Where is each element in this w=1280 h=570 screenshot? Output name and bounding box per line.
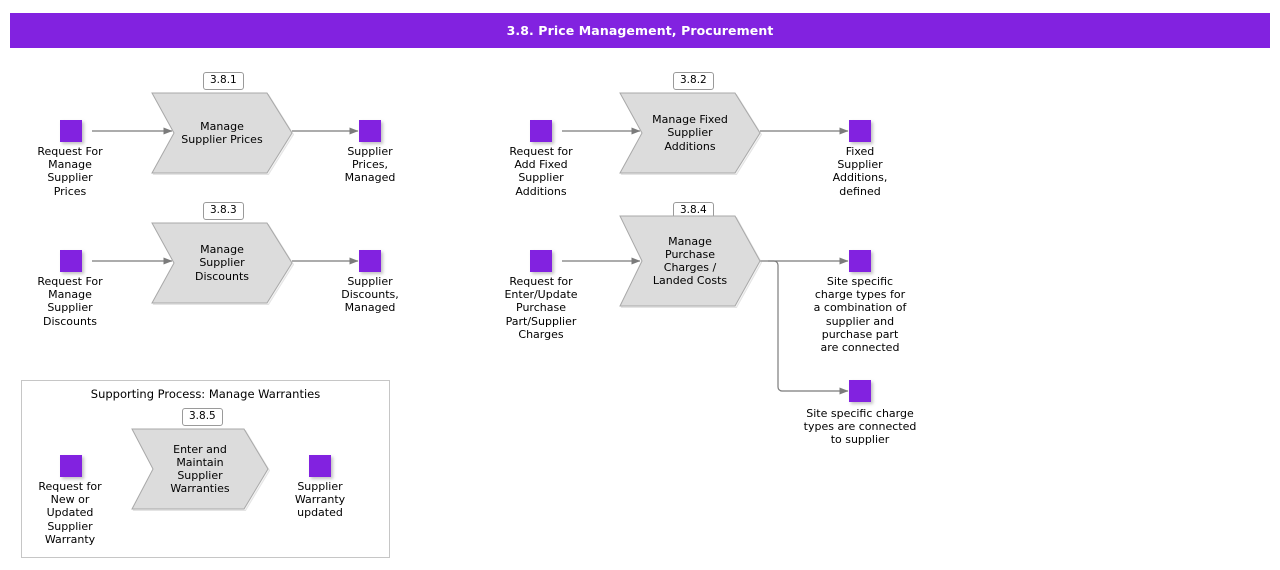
event-input-381[interactable] bbox=[60, 120, 82, 142]
event-output-label-384-b: Site specific charge types are connected… bbox=[803, 407, 917, 447]
page-title-banner: 3.8. Price Management, Procurement bbox=[10, 13, 1270, 48]
event-input-385[interactable] bbox=[60, 455, 82, 477]
event-input-label-382: Request for Add Fixed Supplier Additions bbox=[509, 145, 573, 198]
process-shape-381[interactable]: Manage Supplier Prices bbox=[151, 92, 295, 175]
event-input-label-383: Request For Manage Supplier Discounts bbox=[37, 275, 103, 328]
page-title: 3.8. Price Management, Procurement bbox=[506, 23, 774, 38]
event-output-383[interactable] bbox=[359, 250, 381, 272]
event-output-label-382: Fixed Supplier Additions, defined bbox=[832, 145, 888, 198]
process-shape-383[interactable]: Manage Supplier Discounts bbox=[151, 222, 295, 305]
process-id-tag-385: 3.8.5 bbox=[182, 408, 223, 426]
event-input-label-384: Request for Enter/Update Purchase Part/S… bbox=[504, 275, 578, 341]
event-output-381[interactable] bbox=[359, 120, 381, 142]
event-input-label-381: Request For Manage Supplier Prices bbox=[37, 145, 103, 198]
event-output-385[interactable] bbox=[309, 455, 331, 477]
event-output-384-b[interactable] bbox=[849, 380, 871, 402]
event-output-382[interactable] bbox=[849, 120, 871, 142]
process-shape-385[interactable]: Enter and Maintain Supplier Warranties bbox=[131, 428, 271, 511]
process-id-tag-383: 3.8.3 bbox=[203, 202, 244, 220]
process-shape-384[interactable]: Manage Purchase Charges / Landed Costs bbox=[619, 215, 763, 308]
event-output-label-383: Supplier Discounts, Managed bbox=[341, 275, 399, 315]
process-id-tag-382: 3.8.2 bbox=[673, 72, 714, 90]
event-output-label-385: Supplier Warranty updated bbox=[294, 480, 346, 520]
process-shape-382[interactable]: Manage Fixed Supplier Additions bbox=[619, 92, 763, 175]
event-input-384[interactable] bbox=[530, 250, 552, 272]
event-output-384-a[interactable] bbox=[849, 250, 871, 272]
event-input-383[interactable] bbox=[60, 250, 82, 272]
event-output-label-384-a: Site specific charge types for a combina… bbox=[813, 275, 907, 355]
event-input-label-385: Request for New or Updated Supplier Warr… bbox=[38, 480, 102, 546]
process-id-tag-381: 3.8.1 bbox=[203, 72, 244, 90]
supporting-process-title: Supporting Process: Manage Warranties bbox=[90, 387, 321, 401]
event-input-382[interactable] bbox=[530, 120, 552, 142]
event-output-label-381: Supplier Prices, Managed bbox=[344, 145, 396, 185]
